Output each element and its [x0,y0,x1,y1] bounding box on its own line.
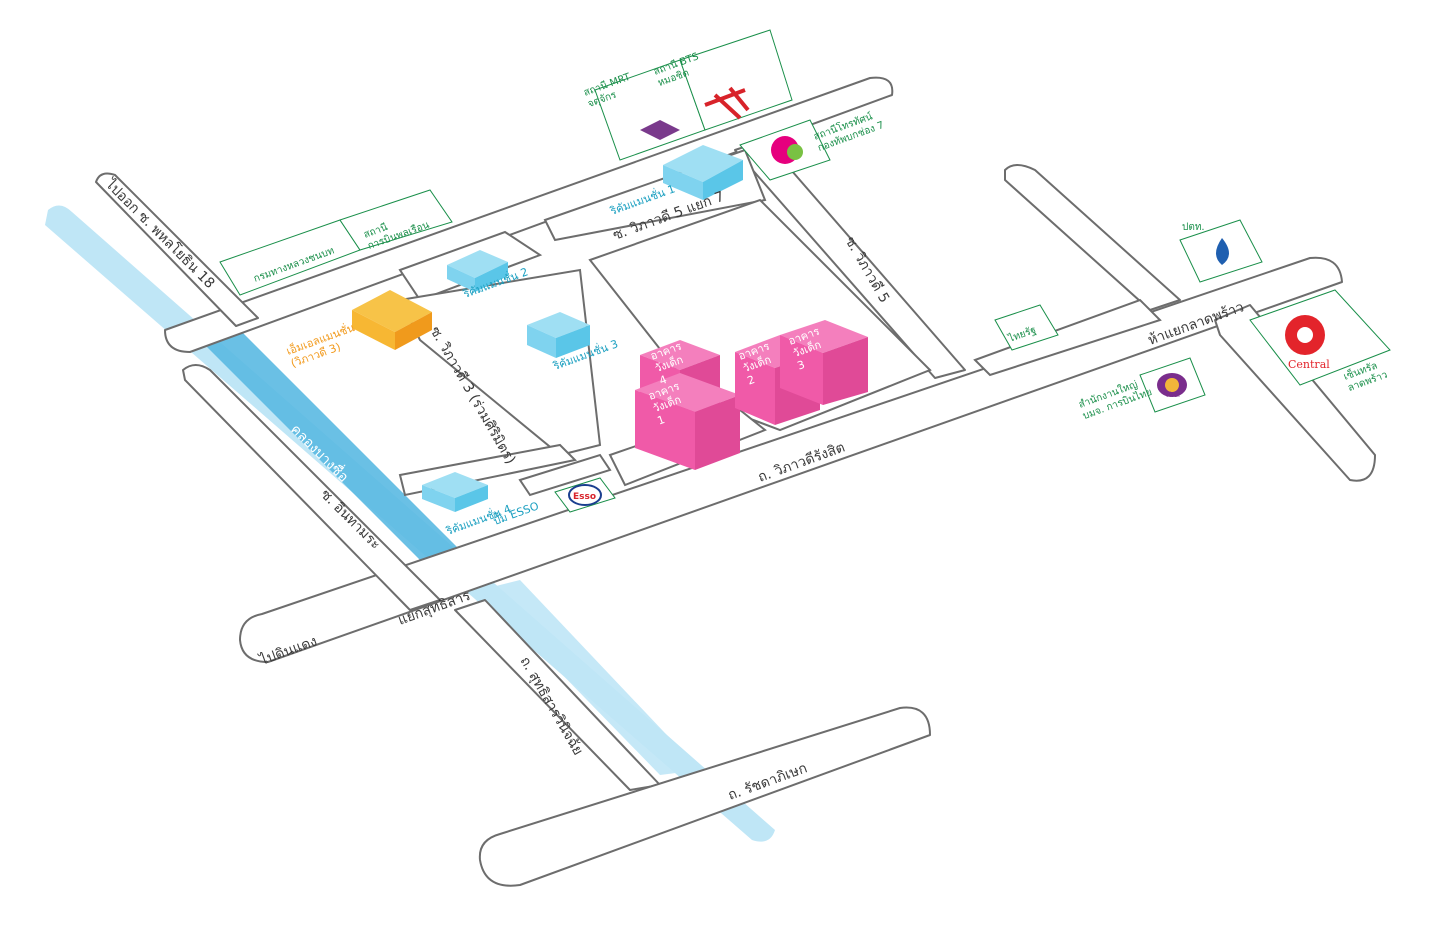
thai-logo-text: Thai [1164,391,1180,399]
residence-2 [447,250,508,292]
thai-rath: ไทยรัฐ [994,304,1059,351]
mrt-station: สถานี MRTจตุจักร [582,59,706,161]
mtl-mansion-label: เอ็มเอลแมนชั่น(วิภาวดี 3) [284,319,361,370]
central: Central เซ็นทรัลลาดพร้าว [1249,289,1391,394]
central-logo-text: Central [1288,358,1330,371]
residence-3 [527,312,590,358]
mtl-mansion [352,290,432,350]
building-1 [635,373,740,470]
residence-4 [422,472,488,512]
roads [95,76,1376,887]
residence-1 [663,145,743,200]
canal [45,205,775,842]
esso-logo-text: Esso [573,492,596,502]
ptt-station: ปตท. [1179,219,1263,283]
ptt-label: ปตท. [1182,222,1205,233]
building-3 [780,320,868,405]
thai-airways-label: สำนักงานใหญ่บมจ. การบินไทย [1077,375,1154,422]
